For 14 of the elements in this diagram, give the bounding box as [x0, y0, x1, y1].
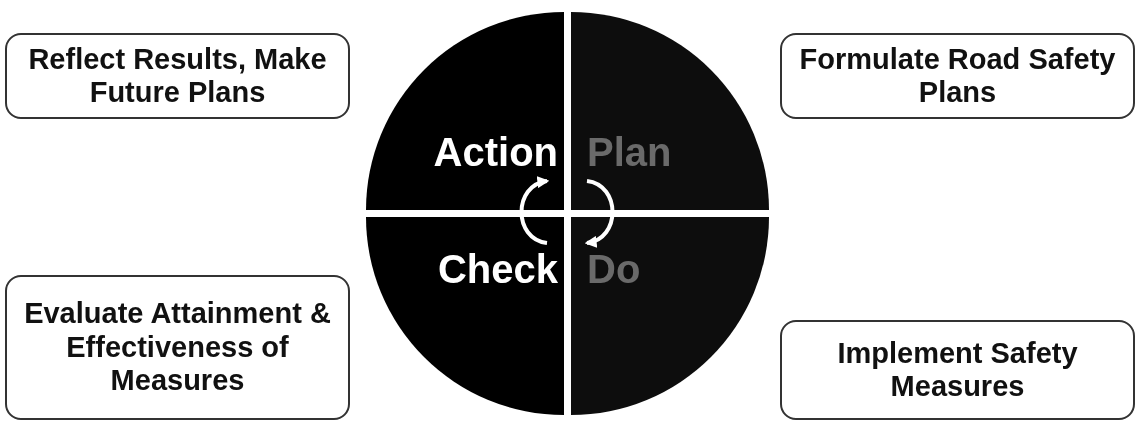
step-box — [5, 33, 350, 119]
step-text: Evaluate Attainment & Effectiveness of Measures — [23, 297, 332, 398]
step-text: Implement Safety Measures — [836, 336, 1079, 404]
step-box — [780, 320, 1135, 420]
step-text: Reflect Results, Make Future Plans — [27, 42, 328, 110]
step-text: Formulate Road Safety Plans — [798, 42, 1117, 110]
phase-label: Plan — [587, 130, 672, 175]
cycle-arrow — [519, 177, 550, 245]
phase-label: Action — [433, 130, 558, 175]
step-box — [5, 275, 350, 420]
phase-label: Do — [587, 247, 641, 292]
phase-label: Check — [437, 247, 558, 292]
step-box — [780, 33, 1135, 119]
cycle-arrow — [584, 179, 615, 247]
